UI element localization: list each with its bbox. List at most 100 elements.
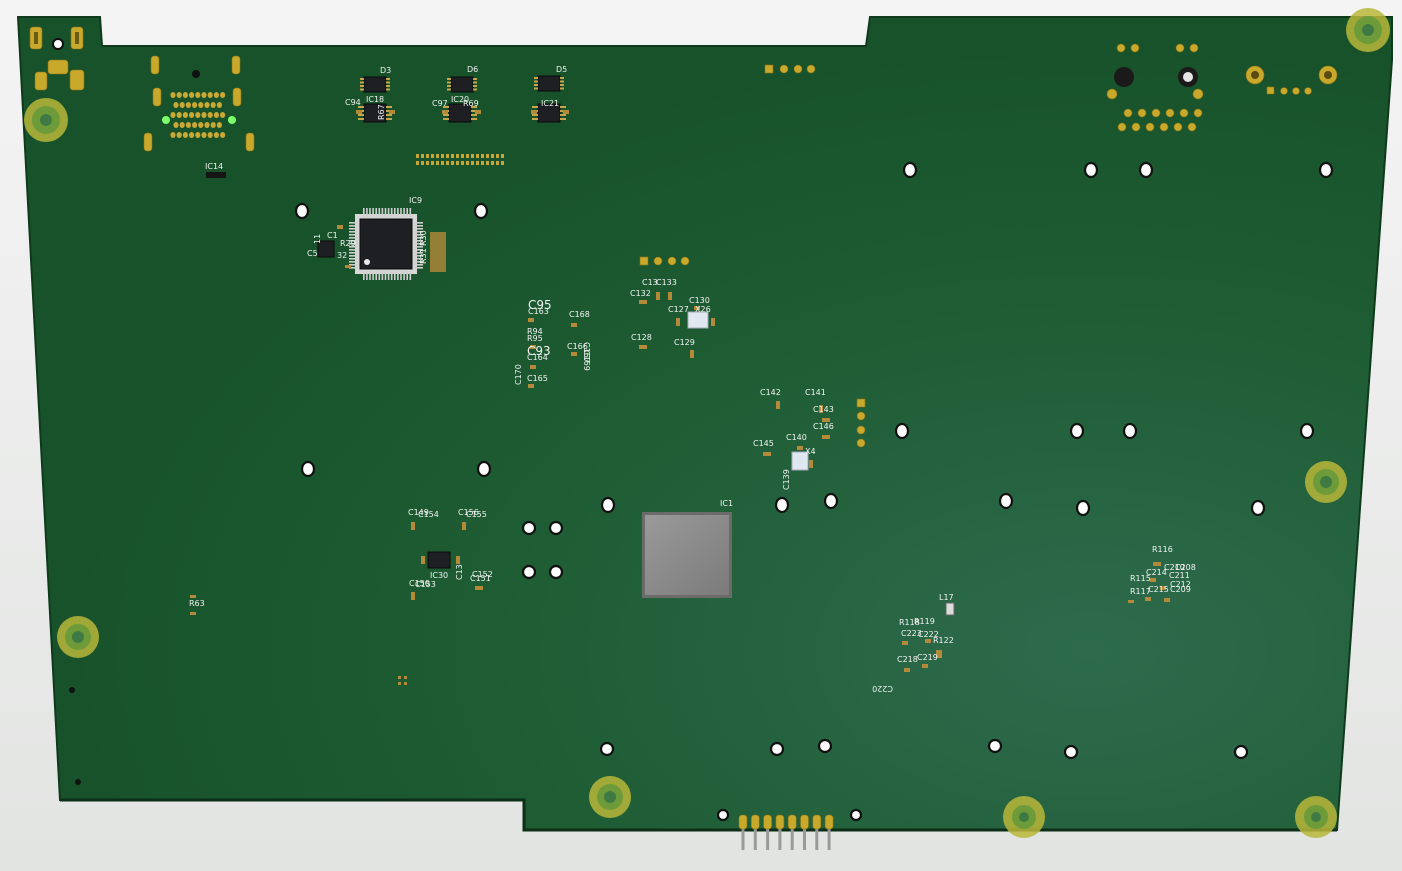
ic-pin: [471, 114, 477, 116]
rj-pin: [1165, 108, 1175, 118]
ic-d5-package: [537, 75, 561, 123]
ic-pin: [443, 106, 449, 108]
qfp-pin: [349, 240, 358, 242]
smd-part: [190, 612, 196, 615]
db-pin: [207, 92, 213, 98]
smd-part: [797, 446, 803, 450]
header-pin: [446, 161, 449, 165]
mounting-holes: [24, 8, 1390, 838]
ic-pin: [471, 110, 477, 112]
qfp-pin: [387, 208, 390, 217]
smd-part: [1164, 598, 1170, 602]
qfp-pin: [384, 208, 387, 217]
label-r30: R30: [419, 230, 428, 246]
label-c146: C146: [813, 422, 834, 431]
label-c142: C142: [760, 388, 781, 397]
smd-part: [404, 676, 407, 679]
smd-part: [571, 352, 577, 356]
header-pin-leg: [741, 826, 745, 850]
smd-part: [456, 556, 460, 564]
smd-part: [1150, 578, 1156, 582]
header-pin: [461, 154, 464, 158]
smd-part: [411, 522, 415, 530]
label-c210: C210: [1164, 563, 1185, 572]
db-pin: [195, 112, 201, 118]
smd-part: [345, 265, 351, 268]
qfp-pin: [375, 208, 377, 217]
label-c169: C169: [582, 350, 591, 371]
qfp-pin: [372, 208, 374, 217]
smd-part: [462, 522, 466, 530]
smd-part: [690, 350, 694, 358]
qfp-pin: [414, 243, 423, 245]
header-pin-pad: [738, 814, 748, 830]
ic-d6-package: [448, 76, 474, 123]
header-pin: [466, 161, 469, 165]
smd-part: [904, 668, 910, 672]
header-pin: [416, 154, 419, 158]
smd-part: [475, 110, 481, 114]
header-pin: [421, 154, 424, 158]
qfp-pin: [414, 234, 423, 236]
header-pin: [436, 161, 439, 165]
header-pin-leg: [766, 826, 770, 850]
ic-pin: [360, 85, 364, 87]
header-pin-pad: [812, 814, 822, 830]
smd-part: [1160, 586, 1166, 590]
label-c129: C129: [674, 338, 695, 347]
label-d5: D5: [556, 65, 567, 74]
ic-pin: [360, 81, 364, 84]
label-c13: C13: [642, 278, 658, 287]
label-c139: C139: [782, 469, 791, 490]
header-pin: [501, 161, 504, 165]
ic-pin: [473, 78, 477, 80]
db-pin: [207, 112, 213, 118]
smd-part: [563, 110, 569, 114]
qfp-pin: [375, 271, 377, 280]
db-pin: [201, 112, 207, 118]
label-c214: C214: [1146, 568, 1167, 577]
qfp-pin: [349, 228, 358, 230]
smd-part: [656, 292, 660, 300]
label-c127: C127: [668, 305, 689, 314]
label-r119: R119: [914, 617, 935, 626]
qfp-pin: [349, 237, 358, 239]
db-pin: [198, 122, 204, 128]
label-c133: C133: [656, 278, 677, 287]
label-c154: C154: [418, 510, 439, 519]
qfp-pin: [349, 234, 358, 236]
header-pin: [501, 154, 504, 158]
header-pin: [481, 161, 484, 165]
qfp-pin: [349, 231, 358, 233]
rj-pin: [1179, 108, 1189, 118]
label-c143: C143: [813, 405, 834, 414]
db-pin: [220, 132, 226, 138]
label-c150: C150: [409, 579, 430, 588]
ic30-package: [427, 551, 451, 569]
ic-pin: [560, 114, 566, 116]
qfp-pin: [349, 246, 358, 248]
db-pin: [210, 122, 216, 128]
db-pin: [213, 112, 219, 118]
qfp-pin: [349, 249, 358, 251]
ic-pin: [534, 80, 538, 83]
rj-pin: [1137, 108, 1147, 118]
header-pin-leg: [790, 826, 794, 850]
qfp-pin: [403, 208, 405, 217]
db-pin: [207, 132, 213, 138]
smd-part: [411, 592, 415, 600]
label-c130: C130: [689, 296, 710, 305]
label-c222: C222: [918, 630, 939, 639]
qfp-pin: [400, 208, 402, 217]
header-pin: [461, 161, 464, 165]
label-x4: X4: [805, 447, 816, 456]
qfp-pin: [400, 271, 402, 280]
qfp-pin: [349, 258, 358, 260]
qfp-pin: [372, 271, 374, 280]
label-11: 11: [313, 234, 322, 244]
header-pin-pad: [787, 814, 797, 830]
power-connector-pads: [29, 26, 85, 91]
ic-pin: [386, 106, 392, 108]
label-ic21: IC21: [541, 99, 559, 108]
